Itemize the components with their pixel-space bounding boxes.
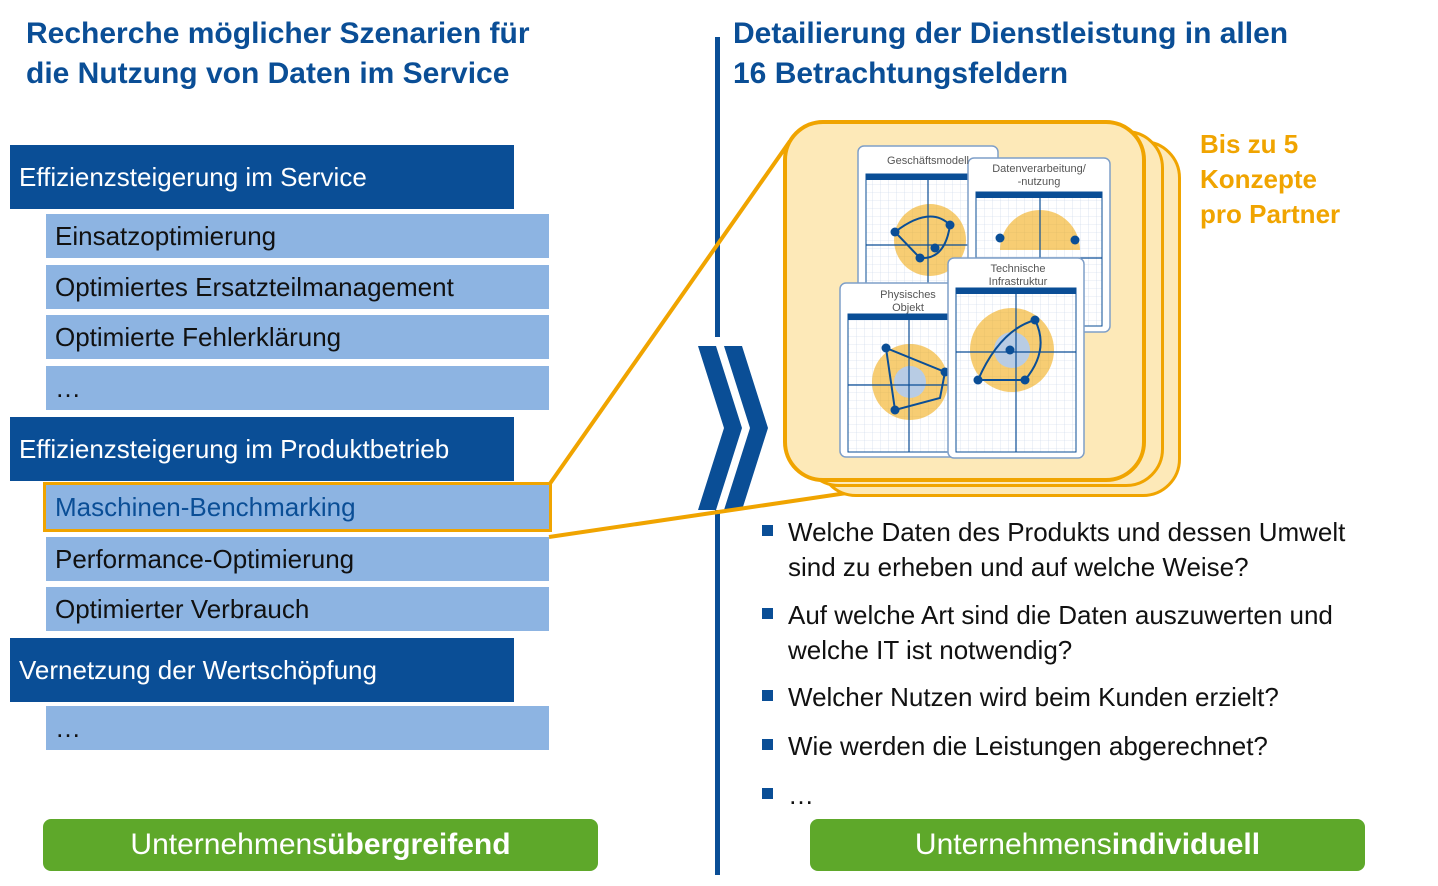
footer-left-regular: Unternehmens <box>130 828 328 861</box>
zoom-line-top <box>547 139 792 487</box>
list-item: Optimierter Verbrauch <box>46 587 549 631</box>
card-title-daten-2: -nutzung <box>1018 176 1061 188</box>
card-title-technisch-2: Infrastruktur <box>989 276 1048 288</box>
bullet-square-icon <box>762 788 773 799</box>
question-line: Auf welche Art sind die Daten auszuwerte… <box>788 600 1333 630</box>
card-title-technisch-1: Technische <box>990 263 1045 275</box>
list-item: Performance-Optimierung <box>46 537 549 581</box>
card-title-geschaeft: Geschäftsmodell <box>887 155 969 167</box>
left-heading-line2: die Nutzung von Daten im Service <box>26 57 510 90</box>
card-title-physisch-1: Physisches <box>880 289 936 301</box>
card-title-daten-1: Datenverarbeitung/ <box>992 163 1087 175</box>
list-item-highlighted: Maschinen-Benchmarking <box>43 482 552 532</box>
concept-note: Bis zu 5 Konzepte pro Partner <box>1200 127 1340 232</box>
concept-note-line2: Konzepte <box>1200 164 1317 194</box>
double-chevron-icon <box>698 346 768 510</box>
list-item: Optimiertes Ersatzteilmanagement <box>46 265 549 309</box>
list-item: Einsatzoptimierung <box>46 214 549 258</box>
right-heading-line2: 16 Betrachtungsfeldern <box>733 57 1069 90</box>
question-item: Welcher Nutzen wird beim Kunden erzielt? <box>760 680 1430 715</box>
list-item: … <box>46 706 549 750</box>
list-item: Optimierte Fehlerklärung <box>46 315 549 359</box>
divider-top <box>715 37 720 337</box>
question-item: … <box>760 778 1430 813</box>
question-line: Wie werden die Leistungen abgerechnet? <box>788 731 1268 761</box>
concept-note-line1: Bis zu 5 <box>1200 129 1299 159</box>
left-heading-line1: Recherche möglicher Szenarien für <box>26 17 530 50</box>
category-service: Effizienzsteigerung im Service <box>10 145 514 209</box>
bullet-square-icon <box>762 690 773 701</box>
right-heading: Detailierung der Dienstleistung in allen… <box>733 14 1288 94</box>
left-heading: Recherche möglicher Szenarien für die Nu… <box>26 14 530 94</box>
footer-left-bold: übergreifend <box>327 828 511 861</box>
question-line: … <box>788 780 814 810</box>
bullet-square-icon <box>762 525 773 536</box>
question-line: welche IT ist notwendig? <box>788 635 1073 665</box>
footer-right-regular: Unternehmens <box>914 828 1112 861</box>
bullet-square-icon <box>762 608 773 619</box>
right-heading-line1: Detailierung der Dienstleistung in allen <box>733 17 1289 50</box>
card-technische-infrastruktur <box>947 257 1085 459</box>
divider-bottom <box>715 510 720 875</box>
category-wertschoepfung: Vernetzung der Wertschöpfung <box>10 638 514 702</box>
list-item: … <box>46 366 549 410</box>
question-item: Welche Daten des Produkts und dessen Umw… <box>760 515 1430 585</box>
footer-unternehmensindividuell: Unternehmensindividuell <box>810 819 1365 871</box>
bullet-square-icon <box>762 739 773 750</box>
card-title-physisch-2: Objekt <box>892 302 924 314</box>
concept-note-line3: pro Partner <box>1200 199 1341 229</box>
footer-unternehmensuebergreifend: Unternehmensübergreifend <box>43 819 598 871</box>
question-item: Auf welche Art sind die Daten auszuwerte… <box>760 598 1430 668</box>
footer-right-bold: individuell <box>1111 828 1261 861</box>
question-line: sind zu erheben und auf welche Weise? <box>788 552 1249 582</box>
question-line: Welche Daten des Produkts und dessen Umw… <box>788 517 1346 547</box>
category-produktbetrieb: Effizienzsteigerung im Produktbetrieb <box>10 417 514 481</box>
question-line: Welcher Nutzen wird beim Kunden erzielt? <box>788 682 1279 712</box>
question-item: Wie werden die Leistungen abgerechnet? <box>760 729 1430 764</box>
